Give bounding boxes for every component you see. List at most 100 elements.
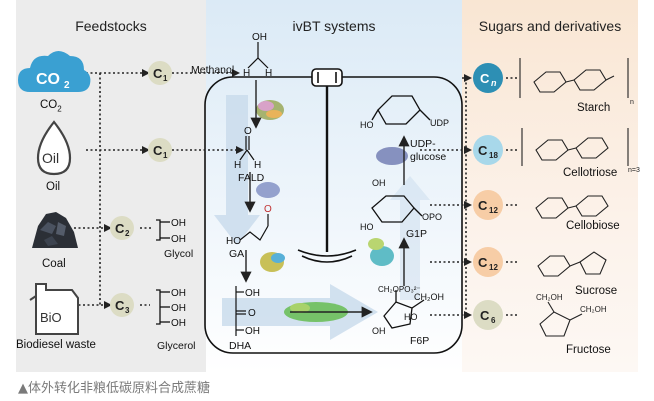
svg-text:C: C — [153, 143, 163, 158]
c2-node: C 2 — [110, 216, 134, 240]
svg-text:HO: HO — [226, 236, 241, 247]
svg-text:O: O — [244, 126, 252, 137]
membrane-channel-icon — [297, 68, 357, 263]
svg-text:UDP: UDP — [430, 118, 449, 128]
svg-text:CO: CO — [36, 71, 60, 88]
glycol-structure — [156, 219, 170, 241]
svg-text:n: n — [491, 78, 497, 88]
g1p-label: G1P — [406, 228, 428, 240]
oil-drop-icon: Oil — [36, 120, 72, 176]
oil-label: Oil — [46, 181, 61, 193]
udp-glucose-label-line2: glucose — [410, 151, 447, 163]
co2-cloud-icon: CO 2 — [18, 51, 91, 92]
dha-structure — [235, 286, 246, 336]
svg-text:OH: OH — [171, 288, 186, 299]
svg-text:1: 1 — [163, 151, 168, 160]
biodiesel-can-icon: BiO — [29, 283, 79, 335]
dha-label: DHA — [229, 340, 252, 352]
coal-label: Coal — [42, 258, 66, 270]
svg-text:18: 18 — [489, 151, 498, 160]
svg-text:OH: OH — [171, 234, 186, 245]
figure-caption: ▲体外转化非粮低碳原料合成蔗糖 — [18, 381, 210, 396]
svg-text:3: 3 — [125, 306, 130, 315]
coal-pile-icon — [32, 212, 78, 248]
c6-node: C 6 — [473, 300, 503, 330]
svg-text:BiO: BiO — [40, 310, 62, 325]
svg-text:C: C — [480, 71, 490, 86]
glycerol-structure — [156, 289, 170, 325]
svg-text:OH: OH — [372, 178, 386, 188]
pathway-arrows — [240, 80, 410, 318]
svg-text:OH: OH — [372, 326, 386, 336]
co2-label: CO2 — [40, 99, 62, 114]
svg-text:2: 2 — [125, 229, 130, 238]
cellobiose-structure — [535, 195, 609, 219]
enzyme-icons — [256, 100, 408, 322]
starch-label: Starch — [577, 102, 611, 114]
cellobiose-label: Cellobiose — [566, 220, 620, 232]
svg-text:6: 6 — [491, 316, 496, 325]
svg-text:12: 12 — [489, 263, 498, 272]
g1p-structure — [371, 195, 423, 223]
methanol-label: Methanol — [191, 64, 235, 76]
svg-text:CH₂OH: CH₂OH — [536, 293, 563, 302]
svg-text:OH: OH — [171, 218, 186, 229]
svg-text:CH₂OPO₃²⁻: CH₂OPO₃²⁻ — [378, 285, 421, 294]
svg-text:O: O — [264, 204, 272, 215]
svg-text:H: H — [234, 160, 241, 171]
svg-text:CH₂OH: CH₂OH — [414, 292, 444, 302]
svg-text:C: C — [478, 198, 488, 213]
svg-text:C: C — [478, 143, 488, 158]
starch-structure — [519, 58, 629, 98]
svg-text:H: H — [243, 68, 250, 79]
svg-text:C: C — [115, 221, 125, 236]
svg-text:HO: HO — [404, 312, 418, 322]
ga-label: GA — [229, 248, 245, 260]
svg-text:C: C — [115, 298, 125, 313]
svg-text:HO: HO — [360, 222, 374, 232]
ga-structure — [239, 214, 269, 241]
c12-node-sucrose: C 12 — [473, 247, 503, 277]
connector-arrowheads — [104, 69, 244, 309]
sugars-header: Sugars and derivatives — [478, 18, 622, 34]
glycol-label: Glycol — [164, 248, 194, 260]
c18-node: C 18 — [473, 135, 503, 165]
c3-node: C 3 — [110, 293, 134, 317]
cn-node: C n — [473, 63, 503, 93]
f6p-label: F6P — [410, 335, 430, 347]
svg-text:12: 12 — [489, 206, 498, 215]
svg-text:OH: OH — [171, 303, 186, 314]
udp-glucose-structure — [371, 95, 431, 125]
sucrose-structure — [537, 251, 607, 277]
svg-text:Oil: Oil — [42, 150, 59, 166]
svg-text:n=3: n=3 — [628, 167, 640, 174]
ivbt-header: ivBT systems — [292, 18, 376, 34]
svg-text:OH: OH — [171, 318, 186, 329]
feedstock-connectors — [74, 72, 236, 306]
c1-node-oil: C 1 — [148, 138, 172, 162]
svg-text:C: C — [480, 308, 490, 323]
svg-text:O: O — [248, 308, 256, 319]
c12-node-cellobiose: C 12 — [473, 190, 503, 220]
svg-text:OH: OH — [245, 288, 260, 299]
sucrose-label: Sucrose — [575, 285, 618, 297]
product-connectors — [420, 77, 518, 316]
svg-text:C: C — [153, 66, 163, 81]
glycerol-label: Glycerol — [157, 340, 196, 352]
svg-text:2: 2 — [64, 80, 70, 91]
svg-text:H: H — [254, 160, 261, 171]
f6p-structure — [383, 290, 425, 329]
feedstocks-header: Feedstocks — [75, 18, 147, 34]
cellotriose-structure — [521, 128, 629, 166]
svg-text:C: C — [478, 255, 488, 270]
udp-glucose-label-line1: UDP- — [410, 138, 436, 150]
formaldehyde-structure — [239, 136, 255, 161]
fald-label: FALD — [238, 172, 265, 184]
pathway-diagram: CO 2 Oil BiO C 1 C 1 C 2 C 3 — [18, 32, 640, 354]
svg-text:OH: OH — [252, 32, 267, 43]
svg-text:1: 1 — [163, 74, 168, 83]
c1-node-methanol: C 1 — [148, 61, 172, 85]
svg-text:n: n — [630, 99, 634, 106]
product-arrowheads — [464, 74, 472, 319]
svg-text:H: H — [265, 68, 272, 79]
